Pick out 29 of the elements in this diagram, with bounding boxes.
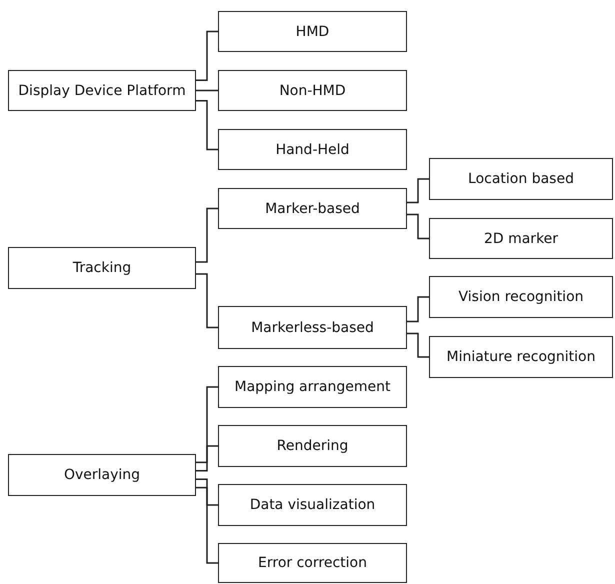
category-box: Miniature recognition (429, 336, 613, 378)
category-box: 2D marker (429, 218, 613, 259)
category-box: Marker-based (218, 188, 407, 229)
category-box: Vision recognition (429, 276, 613, 318)
category-box: Overlaying (8, 454, 196, 496)
category-box: Non-HMD (218, 70, 407, 111)
category-box: Data visualization (218, 484, 407, 526)
connector-line (196, 90, 218, 92)
connector-line (196, 478, 218, 506)
connector-line (407, 332, 429, 358)
connector-line (407, 296, 429, 322)
connector-line (196, 445, 218, 472)
connector-line (407, 178, 429, 204)
connector-line (196, 386, 218, 464)
connector-line (196, 30, 218, 81)
category-box: Display Device Platform (8, 70, 196, 111)
connector-line (196, 486, 218, 564)
connector-line (196, 100, 218, 150)
category-box: HMD (218, 11, 407, 52)
category-box: Tracking (8, 247, 196, 289)
category-box: Hand-Held (218, 129, 407, 170)
category-box: Markerless-based (218, 306, 407, 349)
connector-line (196, 208, 218, 263)
connector-line (196, 273, 218, 328)
category-box: Error correction (218, 543, 407, 583)
category-box: Location based (429, 158, 613, 200)
connector-line (407, 214, 429, 240)
category-box: Mapping arrangement (218, 366, 407, 408)
category-box: Rendering (218, 425, 407, 467)
